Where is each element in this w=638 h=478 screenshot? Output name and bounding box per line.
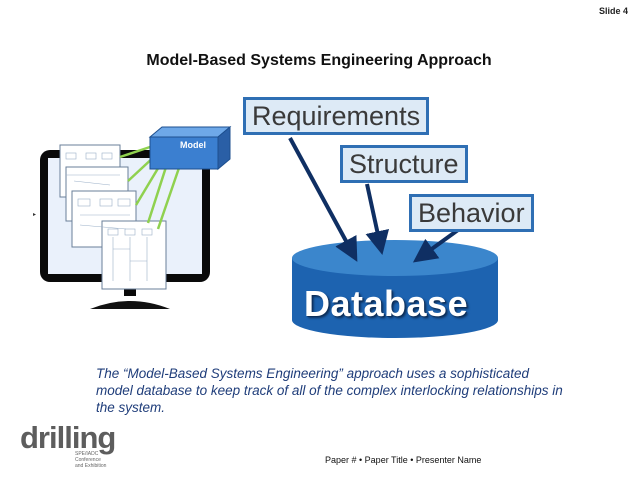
- model-label: Model: [180, 140, 206, 150]
- model-cube: [148, 125, 232, 171]
- monitor-illustration: [40, 125, 232, 309]
- drilling-logo: drilling: [20, 420, 116, 455]
- arrow-requirements: [288, 137, 358, 262]
- arrow-structure: [365, 183, 390, 255]
- logo-sub-line: Conference: [75, 457, 101, 463]
- footer-text: Paper # • Paper Title • Presenter Name: [325, 455, 482, 465]
- logo-subtitle: SPE/IADC Conference and Exhibition: [75, 451, 106, 469]
- arrow-behavior: [412, 228, 460, 263]
- structure-box: Structure: [340, 145, 468, 183]
- slide-title: Model-Based Systems Engineering Approach: [146, 52, 492, 69]
- database-label: Database: [304, 283, 469, 324]
- monitor-base: [90, 301, 170, 309]
- document-pages: [59, 144, 167, 290]
- behavior-box: Behavior: [409, 194, 534, 232]
- database-cylinder: [292, 240, 498, 338]
- slide-number: Slide 4: [598, 6, 628, 16]
- requirements-box: Requirements: [243, 97, 430, 135]
- database-body: [292, 258, 498, 338]
- logo-sub-line: SPE/IADC: [75, 451, 99, 457]
- bullet-marker: ▸: [33, 212, 37, 218]
- description-text: The “Model-Based Systems Engineering” ap…: [96, 366, 563, 415]
- logo-sub-line: and Exhibition: [75, 463, 107, 469]
- document-page: [101, 220, 167, 290]
